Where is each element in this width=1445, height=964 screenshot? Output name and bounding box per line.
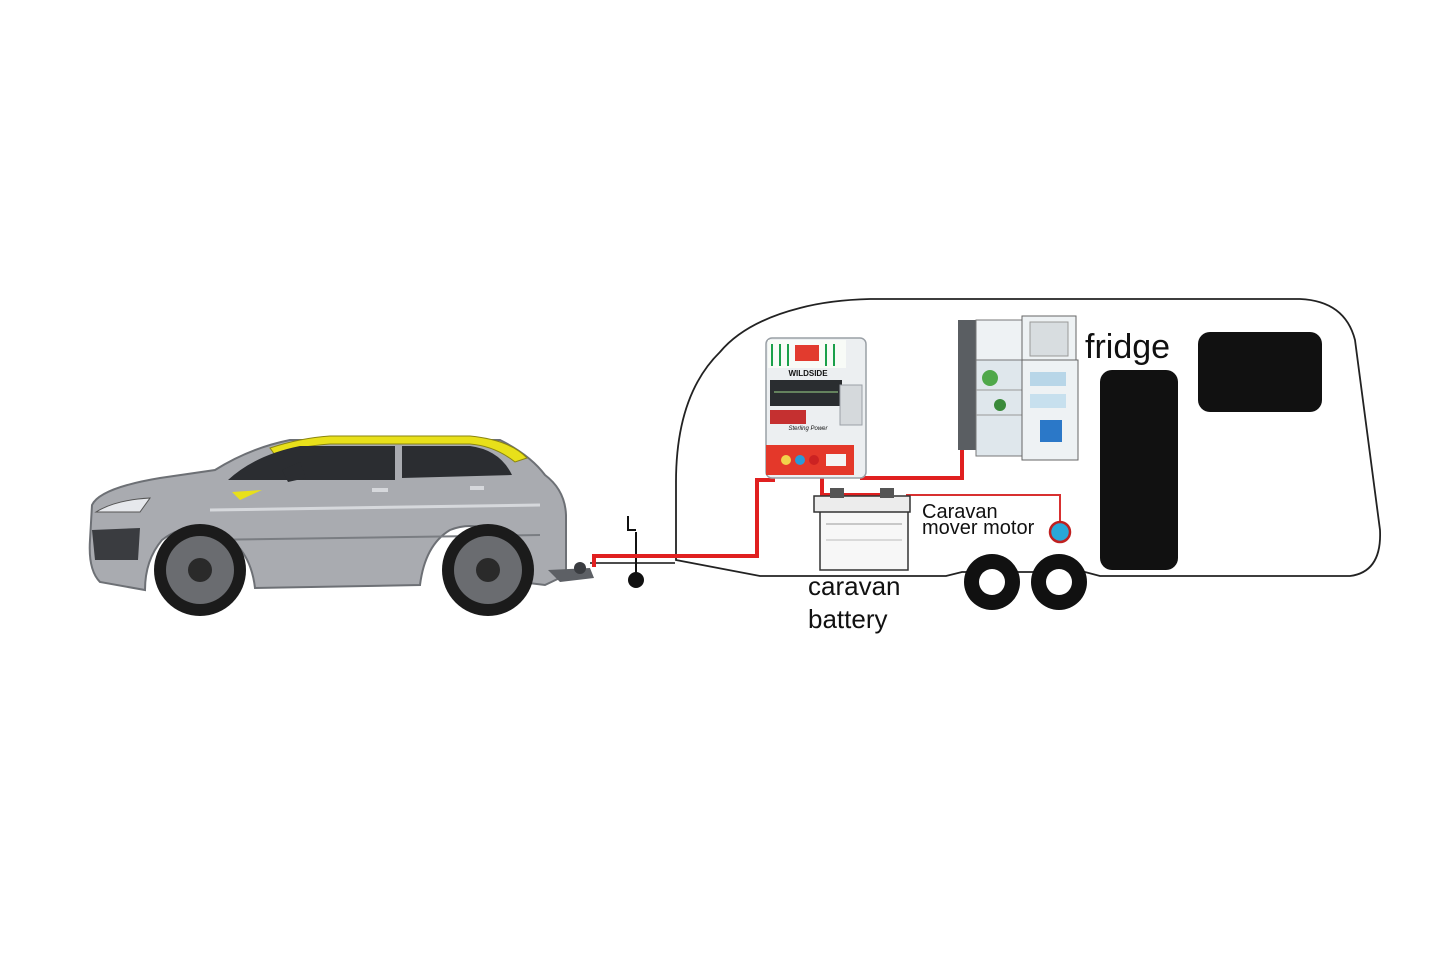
battery-label-line2: battery: [808, 604, 888, 634]
main-wire: [592, 478, 775, 567]
tow-hitch-icon: [548, 562, 594, 582]
wheel-icon: [1031, 554, 1087, 610]
fridge-wire: [860, 445, 964, 480]
wheel-icon: [964, 554, 1020, 610]
battery-label-line1: caravan: [808, 571, 901, 601]
car-icon: [88, 435, 567, 616]
battery-charger-icon: WILDSIDE Sterling Power: [765, 337, 867, 479]
caravan-body: [675, 298, 1381, 610]
car-front-wheel: [154, 524, 246, 616]
charger-brand-text: WILDSIDE: [788, 369, 828, 378]
mover-wire: [906, 494, 1061, 530]
car-rear-wheel: [442, 524, 534, 616]
wiring: [592, 445, 1061, 567]
mover-label-line1: Caravan: [922, 501, 998, 523]
caravan-door: [1100, 370, 1178, 570]
caravan-window: [1198, 332, 1322, 412]
charger-sub-text: Sterling Power: [788, 426, 828, 432]
fridge-label: fridge: [1085, 328, 1170, 366]
mover-motor-icon: [1048, 520, 1072, 544]
mover-label-line2: mover motor: [922, 517, 1035, 539]
fridge-icon: [958, 315, 1079, 461]
jockey-wheel-icon: [590, 516, 675, 588]
battery-icon: [813, 488, 911, 571]
